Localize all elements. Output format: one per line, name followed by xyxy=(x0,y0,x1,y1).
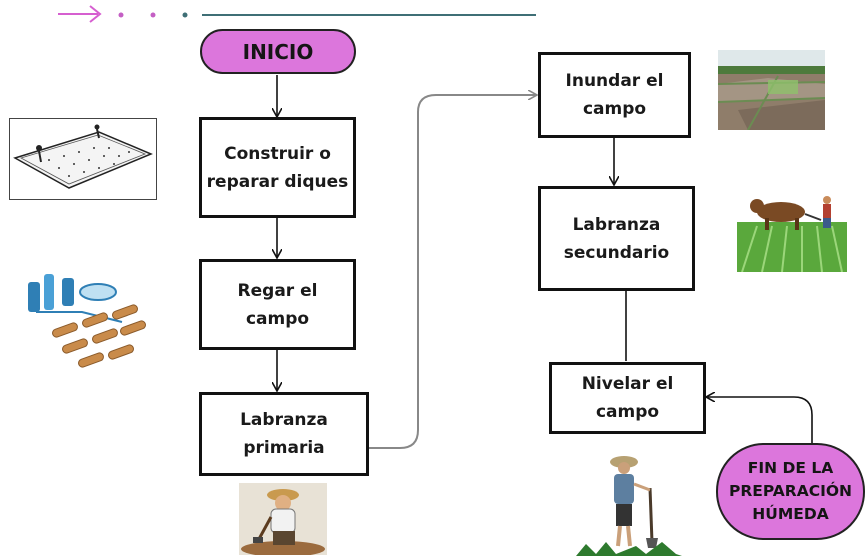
rice-field-sketch-icon xyxy=(9,118,157,200)
step-construir-diques: Construir o reparar diques xyxy=(199,117,356,218)
arrow-s3-to-s4 xyxy=(369,95,536,449)
step-regar-campo: Regar el campo xyxy=(199,259,356,350)
irrigation-system-icon xyxy=(28,274,146,368)
ox-plowing-icon xyxy=(737,186,847,272)
step-labranza-primaria: Labranza primaria xyxy=(199,392,369,476)
step-nivelar-campo: Nivelar el campo xyxy=(549,362,706,434)
header-decoration xyxy=(58,5,536,23)
flooded-paddy-icon xyxy=(718,50,825,130)
step-labranza-secundario: Labranza secundario xyxy=(538,186,695,291)
farmer-with-hoe-icon xyxy=(576,456,682,556)
farmer-hoeing-icon xyxy=(239,483,327,555)
step-inundar-campo: Inundar el campo xyxy=(538,52,691,138)
start-node: INICIO xyxy=(200,29,356,74)
end-node: FIN DE LA PREPARACIÓN HÚMEDA xyxy=(716,443,865,540)
arrow-end-to-s6 xyxy=(707,397,813,443)
